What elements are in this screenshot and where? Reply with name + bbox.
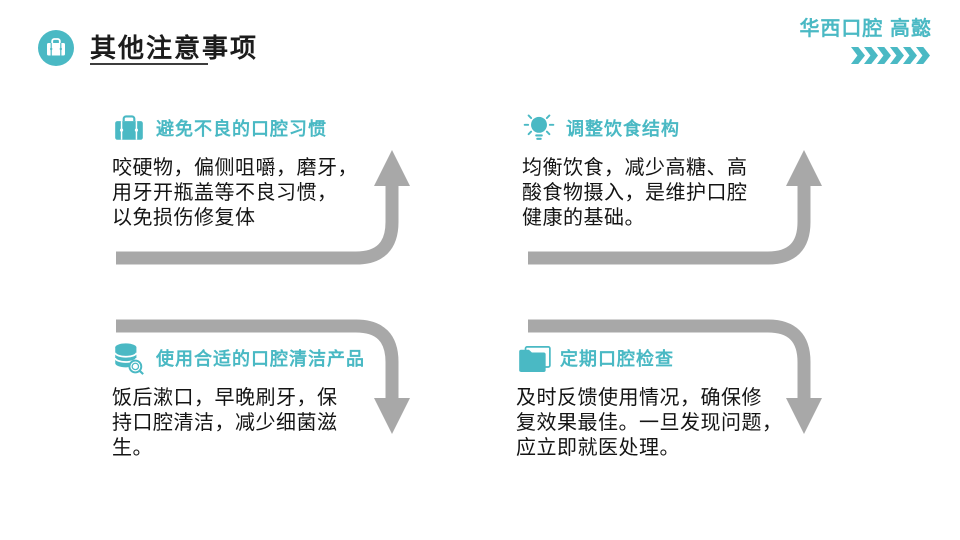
body-line: 咬硬物，偏侧咀嚼，磨牙， bbox=[112, 157, 358, 179]
body-line: 应立即就医处理。 bbox=[516, 437, 680, 459]
brand-area: 华西口腔 高懿 bbox=[799, 12, 932, 64]
block-heading: 定期口腔检查 bbox=[560, 349, 674, 369]
body-line: 酸食物摄入，是维护口腔 bbox=[522, 182, 748, 204]
block-body: 咬硬物，偏侧咀嚼，磨牙， 用牙开瓶盖等不良习惯， 以免损伤修复体 bbox=[112, 156, 412, 231]
body-line: 均衡饮食，减少高糖、高 bbox=[522, 157, 748, 179]
body-line: 以免损伤修复体 bbox=[112, 207, 256, 229]
up-arrow-shape bbox=[116, 150, 410, 265]
chevron-icon bbox=[916, 47, 930, 64]
body-line: 用牙开瓶盖等不良习惯， bbox=[112, 182, 338, 204]
title-badge-icon bbox=[38, 30, 74, 66]
block-body: 及时反馈使用情况，确保修 复效果最佳。一旦发现问题， 应立即就医处理。 bbox=[516, 386, 816, 461]
block-body: 饭后漱口，早晚刷牙，保 持口腔清洁，减少细菌滋 生。 bbox=[112, 386, 412, 461]
block-body: 均衡饮食，减少高糖、高 酸食物摄入，是维护口腔 健康的基础。 bbox=[522, 156, 822, 231]
chevron-icon bbox=[864, 47, 878, 64]
page-title: 其他注意事项 bbox=[90, 33, 259, 63]
body-line: 饭后漱口，早晚刷牙，保 bbox=[112, 387, 338, 409]
chevron-icon bbox=[851, 47, 865, 64]
body-line: 复效果最佳。一旦发现问题， bbox=[516, 412, 783, 434]
block-heading: 使用合适的口腔清洁产品 bbox=[156, 349, 365, 369]
database-search-icon bbox=[112, 340, 146, 376]
content-block-diet: 调整饮食结构 均衡饮食，减少高糖、高 酸食物摄入，是维护口腔 健康的基础。 bbox=[522, 110, 822, 231]
up-arrow-shape bbox=[528, 150, 822, 265]
block-heading: 调整饮食结构 bbox=[566, 119, 680, 139]
body-line: 持口腔清洁，减少细菌滋 bbox=[112, 412, 338, 434]
title-underline bbox=[90, 63, 208, 65]
brand-text: 华西口腔 高懿 bbox=[799, 18, 932, 40]
content-block-checkup: 定期口腔检查 及时反馈使用情况，确保修 复效果最佳。一旦发现问题， 应立即就医处… bbox=[516, 340, 816, 461]
body-line: 生。 bbox=[112, 437, 153, 459]
briefcase-icon bbox=[112, 110, 146, 146]
folder-icon bbox=[516, 340, 551, 376]
body-line: 健康的基础。 bbox=[522, 207, 645, 229]
content-block-bad-habits: 避免不良的口腔习惯 咬硬物，偏侧咀嚼，磨牙， 用牙开瓶盖等不良习惯， 以免损伤修… bbox=[112, 110, 412, 231]
chevrons-icon bbox=[799, 47, 932, 64]
down-arrow-shape bbox=[528, 319, 822, 434]
body-line: 及时反馈使用情况，确保修 bbox=[516, 387, 762, 409]
chevron-icon bbox=[877, 47, 891, 64]
chevron-icon bbox=[903, 47, 917, 64]
lightbulb-icon bbox=[522, 110, 556, 146]
content-block-cleaning-products: 使用合适的口腔清洁产品 饭后漱口，早晚刷牙，保 持口腔清洁，减少细菌滋 生。 bbox=[112, 340, 412, 461]
block-heading: 避免不良的口腔习惯 bbox=[156, 119, 327, 139]
chevron-icon bbox=[890, 47, 904, 64]
down-arrow-shape bbox=[116, 319, 410, 434]
